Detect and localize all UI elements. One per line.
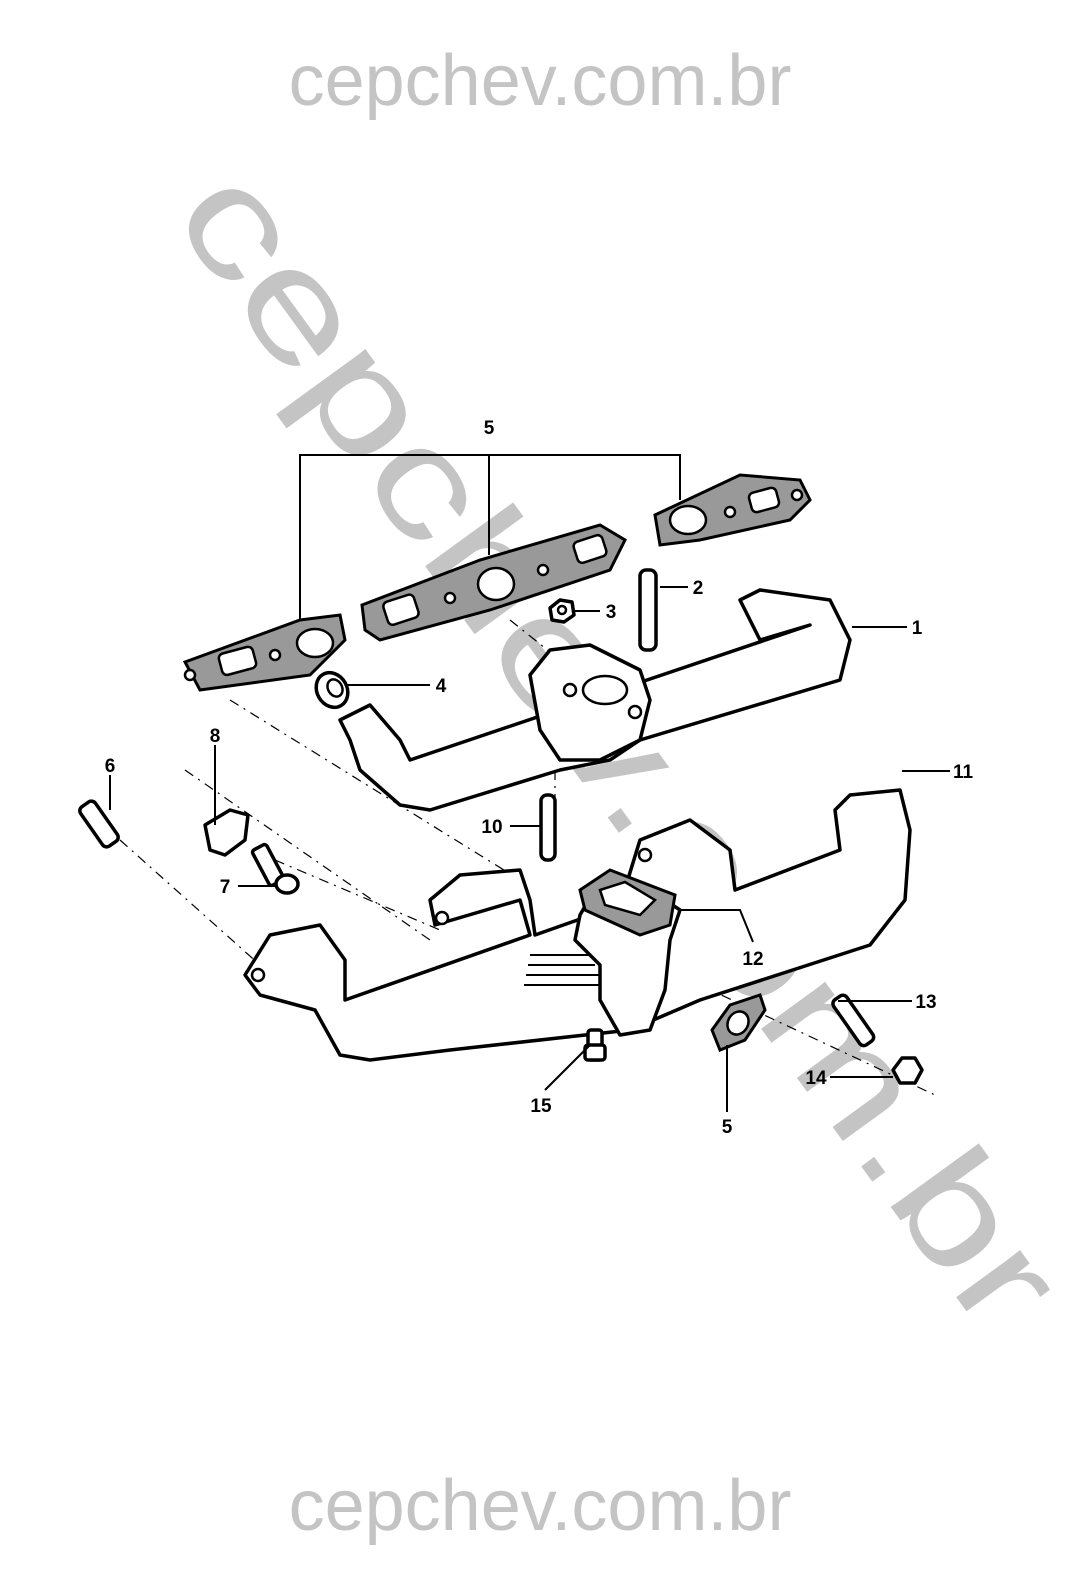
bushing-4: [314, 670, 350, 710]
stud-6: [78, 799, 120, 849]
exhaust-manifold-right: [243, 788, 912, 1062]
callout-12: 12: [742, 949, 763, 970]
callout-2: 2: [693, 578, 704, 599]
callout-3: 3: [606, 602, 617, 623]
callout-15: 15: [530, 1096, 552, 1117]
callout-1: 1: [912, 618, 923, 639]
callout-6: 6: [105, 756, 116, 777]
callout-leaders: [109, 454, 950, 1112]
callout-13: 13: [915, 992, 936, 1013]
bolt-7: [250, 842, 300, 895]
nut-3: [548, 598, 576, 624]
callout-8: 8: [210, 726, 221, 747]
callout-11: 11: [953, 762, 974, 783]
callout-5-gaskets: 5: [484, 418, 495, 439]
watermark-top: cepchev.com.br: [289, 41, 792, 121]
exhaust-manifold-left: [338, 588, 852, 812]
manifold-gasket-left: [182, 613, 347, 692]
manifold-gasket-right: [653, 473, 812, 547]
callout-14: 14: [805, 1068, 827, 1089]
plug-15: [583, 1028, 607, 1062]
washer-8: [203, 808, 250, 857]
callout-7: 7: [220, 877, 231, 898]
stud-10: [539, 793, 557, 862]
gasket-5b: [710, 993, 767, 1052]
manifold-gasket-center: [360, 523, 627, 642]
stud-2: [638, 568, 658, 652]
callout-10: 10: [481, 817, 502, 838]
callout-5-flange-gasket: 5: [722, 1117, 733, 1138]
callout-4: 4: [436, 676, 447, 697]
nut-14: [891, 1056, 924, 1085]
watermark-bottom: cepchev.com.br: [289, 1466, 792, 1546]
stud-13: [831, 993, 876, 1048]
